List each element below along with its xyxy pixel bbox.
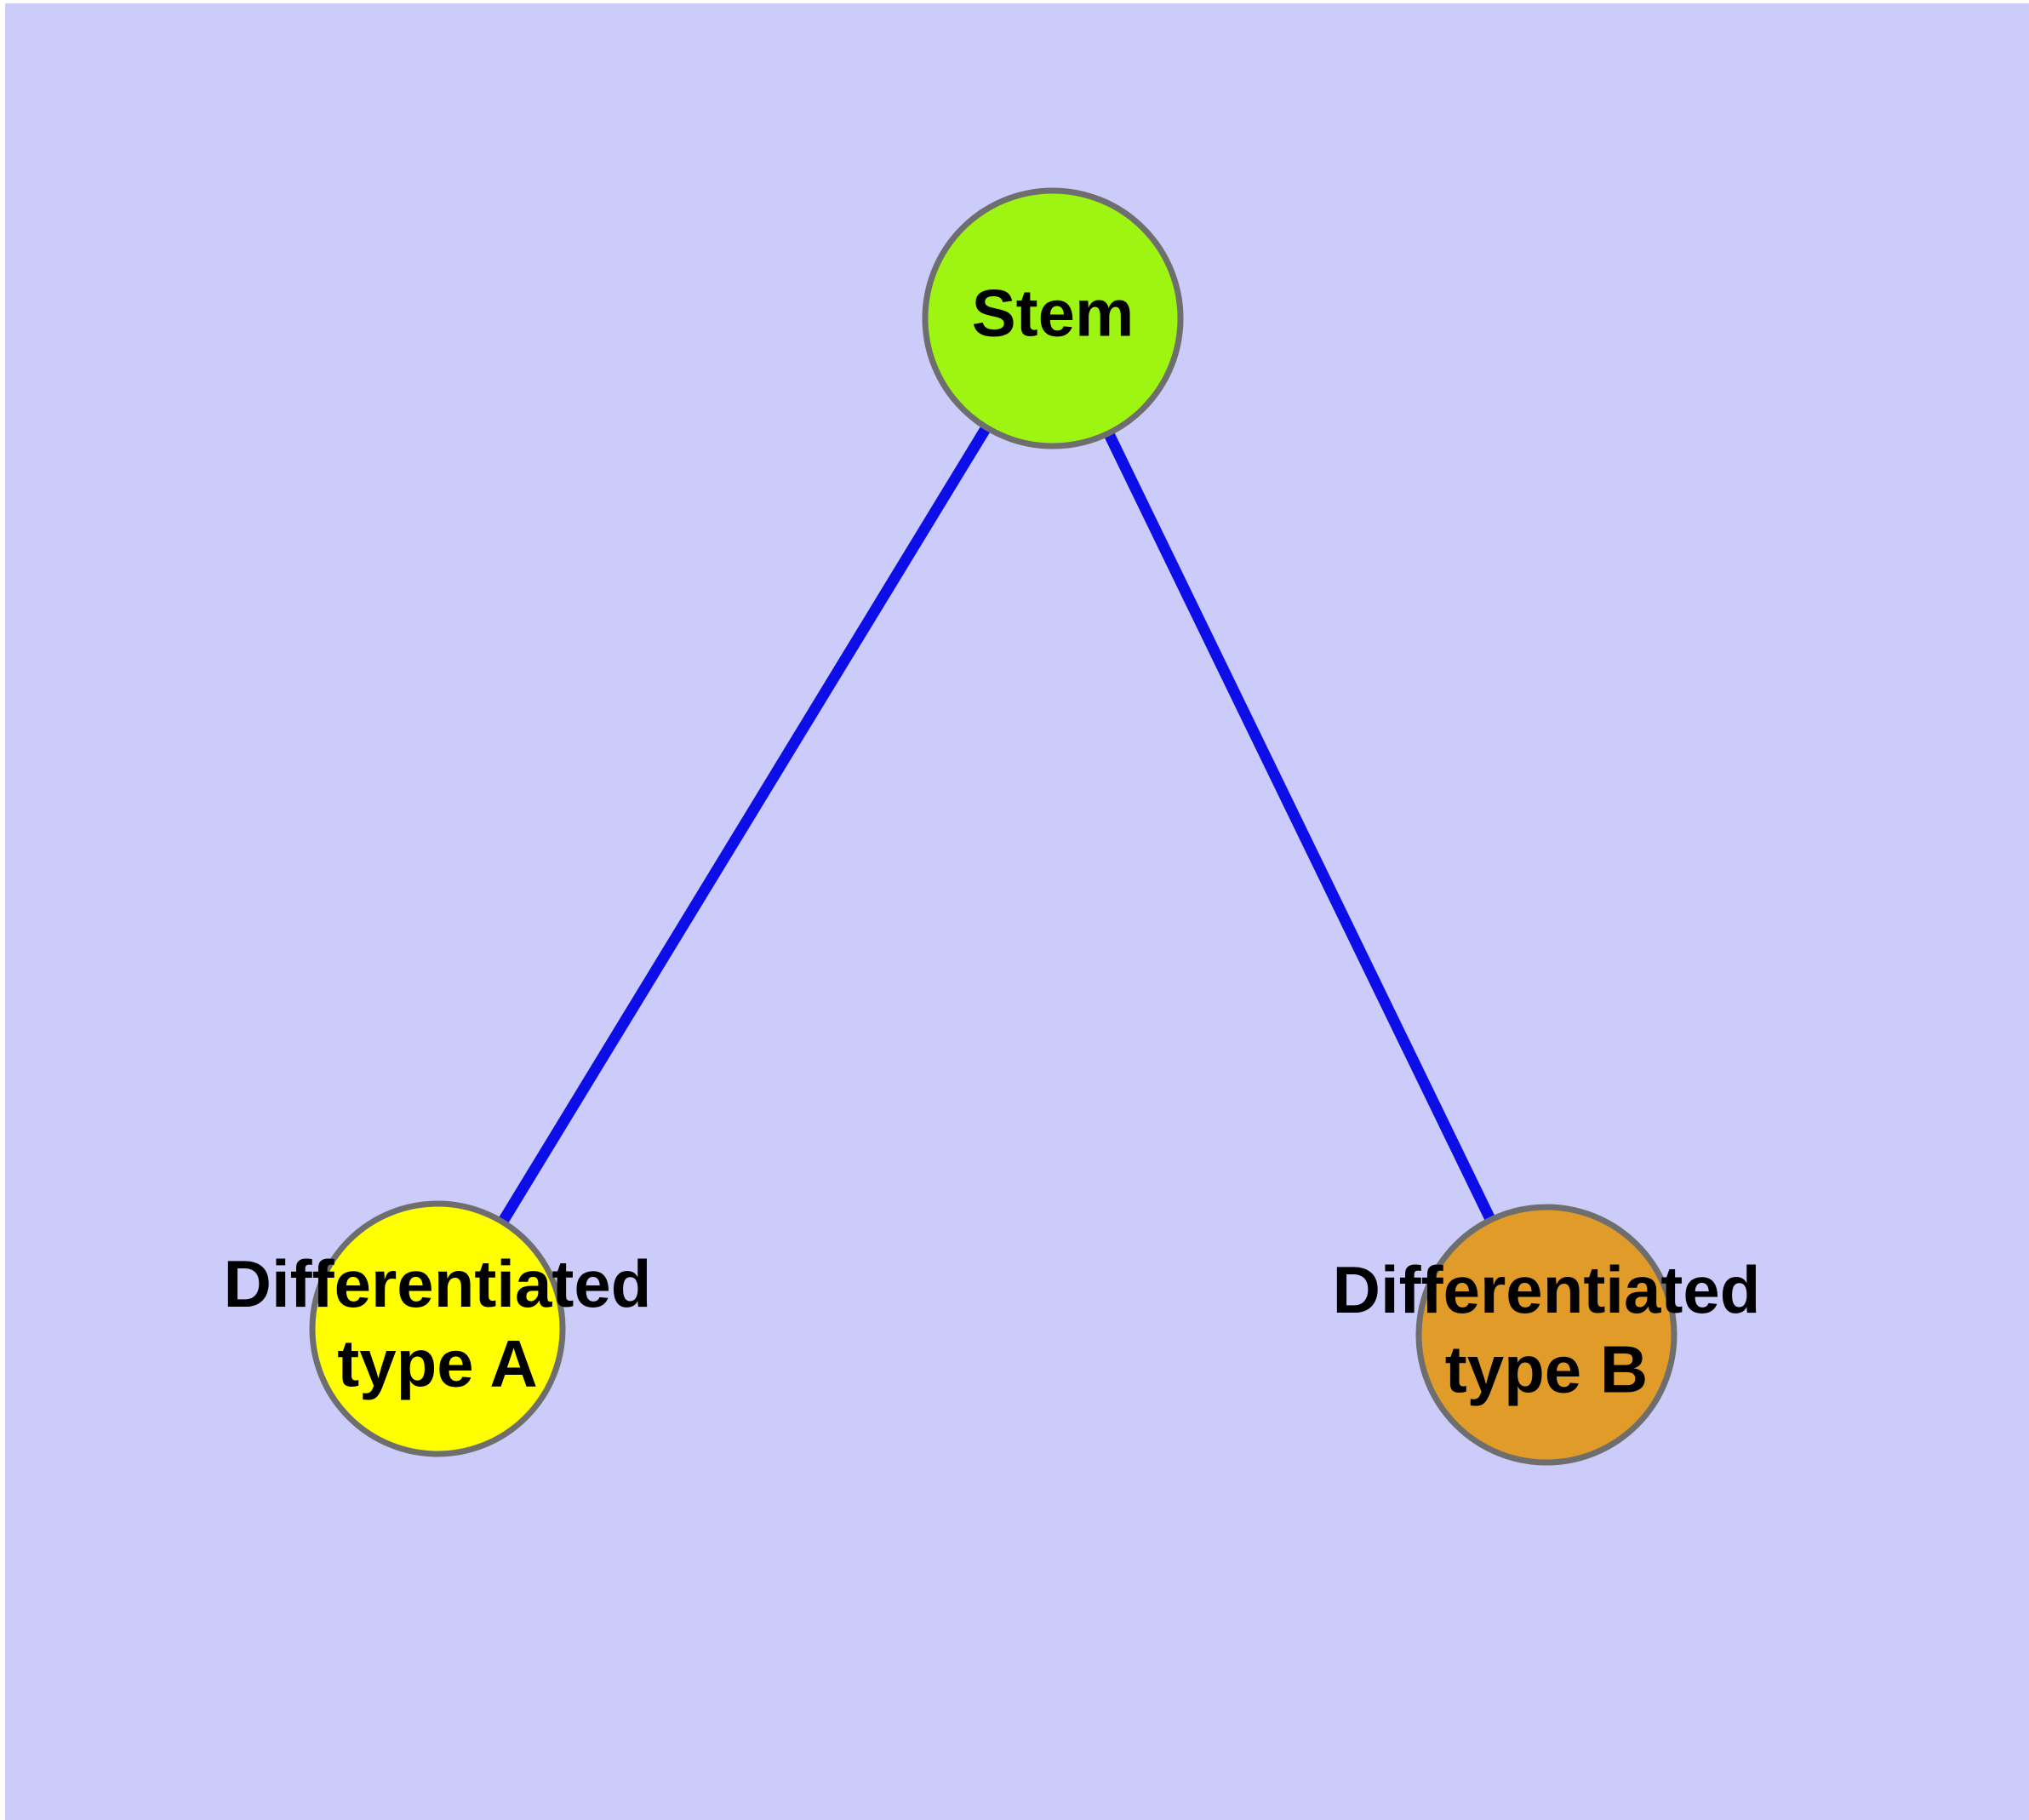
edge-stem-to-differentiated-type-b <box>1103 431 1496 1222</box>
node-differentiated-type-b-label-line1: Differentiated <box>1333 1252 1761 1327</box>
node-differentiated-type-a-label-line1: Differentiated <box>224 1246 652 1321</box>
edge-layer <box>497 424 1496 1225</box>
edge-stem-to-differentiated-type-a <box>497 424 992 1225</box>
node-differentiated-type-a-circle[interactable] <box>309 1200 566 1457</box>
node-differentiated-type-b-label-line2: type B <box>1445 1331 1648 1406</box>
node-stem-circle[interactable] <box>922 187 1184 449</box>
node-differentiated-type-a-label-line2: type A <box>337 1325 538 1400</box>
node-stem-label: Stem <box>972 276 1135 351</box>
node-layer: Stem Differentiated type A Differentiate… <box>224 187 1761 1466</box>
node-differentiated-type-a[interactable]: Differentiated type A <box>224 1200 652 1457</box>
node-differentiated-type-b[interactable]: Differentiated type B <box>1333 1204 1761 1466</box>
node-differentiated-type-b-circle[interactable] <box>1415 1204 1677 1466</box>
node-stem[interactable]: Stem <box>922 187 1184 449</box>
